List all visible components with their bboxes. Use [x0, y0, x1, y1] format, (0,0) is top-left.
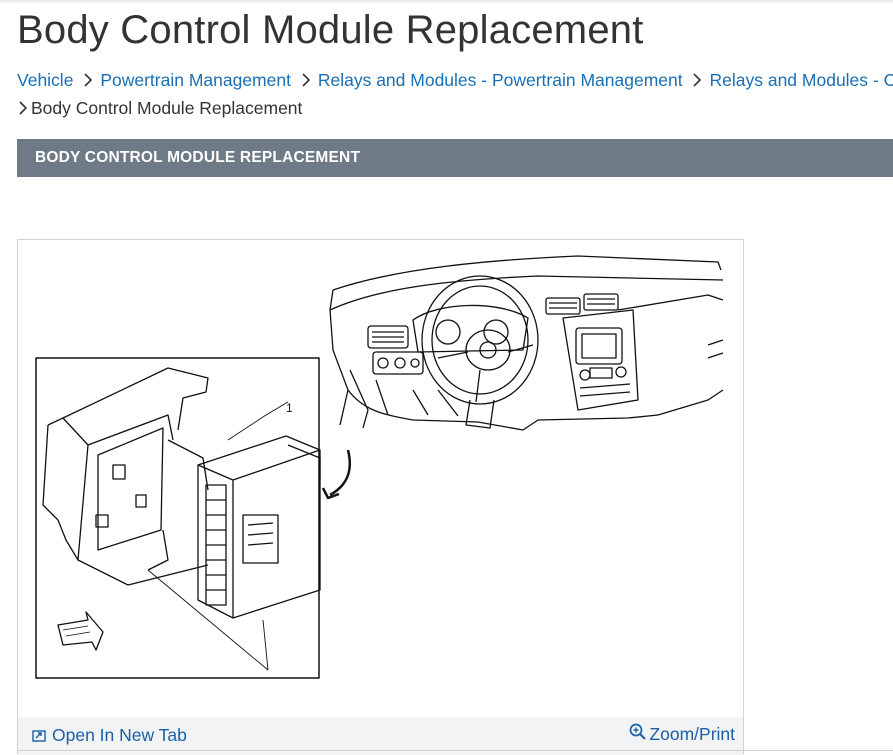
breadcrumb: Vehicle Powertrain Management Relays and… [17, 66, 893, 122]
breadcrumb-current: Body Control Module Replacement [31, 98, 303, 118]
chevron-right-icon [78, 73, 100, 87]
bcm-illustration: 1 [35, 255, 724, 679]
section-heading: BODY CONTROL MODULE REPLACEMENT [35, 149, 361, 166]
top-shadow [0, 0, 893, 4]
page-title: Body Control Module Replacement [17, 8, 644, 52]
open-in-new-tab-button[interactable]: Open In New Tab [32, 725, 187, 746]
figure-footer: Open In New Tab Zoom/Print [18, 717, 743, 755]
open-in-new-tab-label: Open In New Tab [52, 725, 187, 745]
figure-callout: 1 [286, 401, 293, 415]
breadcrumb-line-2: Body Control Module Replacement [17, 94, 893, 122]
section-heading-bar: BODY CONTROL MODULE REPLACEMENT [17, 139, 893, 177]
breadcrumb-vehicle[interactable]: Vehicle [17, 70, 74, 90]
breadcrumb-relays-modules-powertrain[interactable]: Relays and Modules - Powertrain Manageme… [317, 70, 683, 90]
chevron-right-icon [687, 73, 709, 87]
breadcrumb-powertrain-management[interactable]: Powertrain Management [100, 70, 291, 90]
breadcrumb-relays-modules-co[interactable]: Relays and Modules - Co [709, 70, 893, 90]
chevron-right-icon [17, 101, 31, 115]
figure-panel: 1 Open In New Tab Zoom/Print [17, 239, 744, 755]
zoom-icon [630, 723, 647, 740]
chevron-right-icon [296, 73, 318, 87]
open-new-tab-icon [32, 730, 46, 742]
zoom-print-button[interactable]: Zoom/Print [629, 723, 735, 745]
zoom-print-label: Zoom/Print [649, 724, 735, 744]
bottom-divider [17, 750, 893, 751]
breadcrumb-line-1: Vehicle Powertrain Management Relays and… [17, 66, 893, 94]
